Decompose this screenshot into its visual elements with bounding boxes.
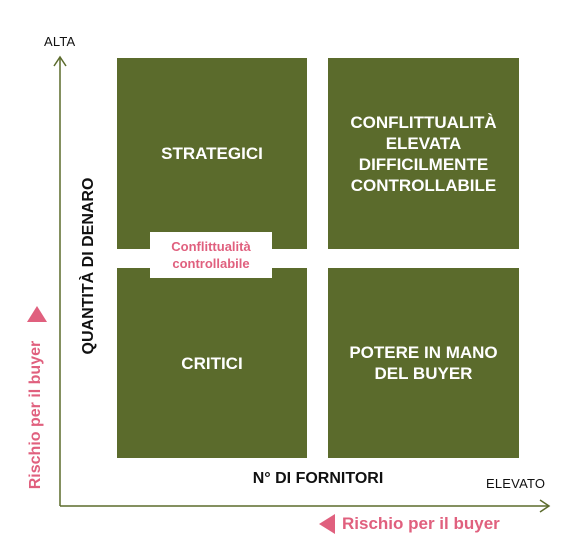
x-axis-arrow-icon [539, 499, 551, 513]
quadrant-label: STRATEGICI [161, 144, 263, 163]
center-badge: Conflittualità controllabile [150, 232, 272, 278]
quadrant-conflittualita-elevata: CONFLITTUALITÀ ELEVATA DIFFICILMENTE CON… [328, 58, 519, 249]
risk-up-triangle-icon [27, 306, 47, 322]
y-axis-top-label: ALTA [44, 34, 76, 49]
y-axis-arrow-icon [53, 55, 67, 67]
y-axis-title: QUANTITÀ DI DENARO [80, 177, 97, 355]
quadrant-critici: CRITICI [117, 268, 307, 458]
x-axis-title: N° DI FORNITORI [252, 470, 384, 487]
risk-horizontal-label: Rischio per il buyer [342, 514, 500, 533]
x-axis-right-label: ELEVATO [486, 476, 546, 491]
quadrant-strategici: STRATEGICI [117, 58, 307, 249]
quadrant-label: CONFLITTUALITÀ ELEVATA DIFFICILMENTE CON… [350, 112, 497, 195]
risk-left-triangle-icon [319, 514, 335, 534]
quadrant-potere-buyer: POTERE IN MANO DEL BUYER [328, 268, 519, 458]
quadrant-label: CRITICI [181, 353, 243, 373]
risk-vertical-label: Rischio per il buyer [27, 340, 44, 490]
quadrant-label: POTERE IN MANO DEL BUYER [349, 343, 498, 383]
